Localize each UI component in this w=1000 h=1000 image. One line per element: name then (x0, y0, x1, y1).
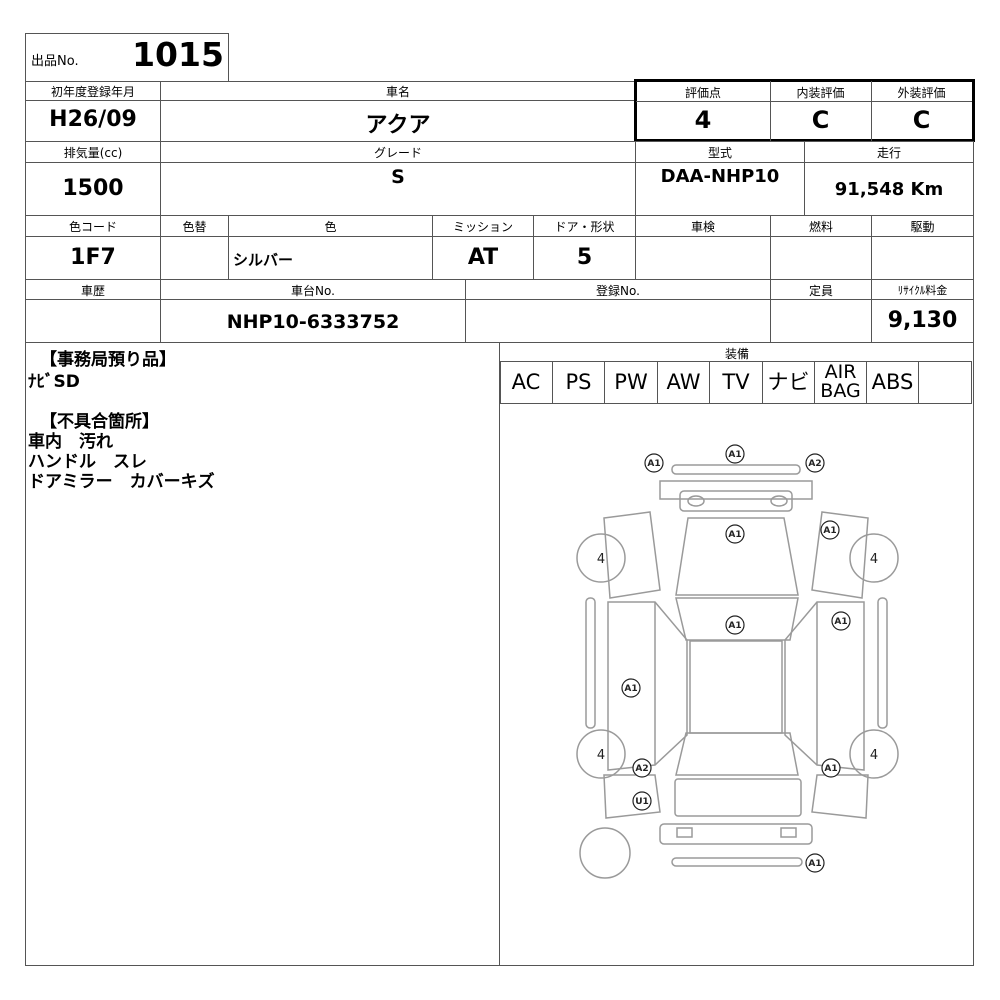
damage-mark: U1 (635, 797, 649, 807)
damage-mark: A1 (834, 617, 847, 627)
exterior-value: C (912, 106, 931, 134)
damage-mark: A2 (635, 764, 648, 774)
lot-label: 出品No. (31, 54, 79, 69)
model-value: DAA-NHP10 (660, 166, 780, 187)
damage-mark: A1 (647, 459, 660, 469)
car-damage-diagram: 4 4 4 4 A1 A1 A2 A1 A1 A1 A1 A1 A2 A1 U1… (576, 444, 899, 879)
color-code-value: 1F7 (70, 245, 116, 270)
color-value: シルバー (233, 251, 294, 269)
equipment-ac: AC (500, 361, 553, 403)
damage-mark: A1 (823, 526, 836, 536)
lot-number: 1015 (132, 35, 224, 74)
reg-label: 登録No. (596, 284, 640, 298)
color-label: 色 (324, 220, 337, 234)
inspection-label: 車検 (690, 220, 715, 234)
name-label: 車名 (385, 85, 410, 99)
drive-label: 駆動 (910, 220, 935, 234)
grade-label: グレード (373, 146, 422, 160)
equipment-airbag: AIR BAG (815, 361, 867, 403)
score-label: 評価点 (684, 86, 721, 100)
cc-value: 1500 (62, 176, 124, 201)
damage-mark: A1 (808, 859, 821, 869)
chassis-value: NHP10-6333752 (226, 311, 400, 333)
damage-mark: A1 (624, 684, 637, 694)
defect-item: ドアミラー カバーキズ (28, 472, 215, 492)
fuel-label: 燃料 (808, 220, 833, 234)
equipment-aw: AW (658, 361, 710, 403)
tire-depth-fr: 4 (870, 552, 878, 567)
capacity-label: 定員 (808, 284, 833, 298)
interior-label: 内装評価 (796, 86, 845, 100)
damage-mark: A1 (728, 621, 741, 631)
mission-label: ミッション (452, 220, 513, 234)
year-label: 初年度登録年月 (50, 85, 135, 99)
score-value: 4 (694, 106, 712, 134)
equipment-tv: TV (710, 361, 763, 403)
score-box (634, 79, 975, 142)
interior-value: C (811, 106, 830, 134)
mileage-label: 走行 (876, 146, 901, 160)
cc-label: 排気量(cc) (63, 146, 123, 160)
history-label: 車歴 (80, 284, 105, 298)
equipment-pw: PW (605, 361, 658, 403)
equipment-label: 装備 (724, 347, 749, 361)
defects-heading: 【不具合箇所】 (40, 412, 159, 432)
office-item: ﾅﾋﾞSD (28, 372, 80, 392)
damage-mark: A2 (808, 459, 821, 469)
mileage-value: 91,548 Km (834, 179, 944, 200)
model-label: 型式 (707, 146, 732, 160)
recycle-value: 9,130 (887, 308, 958, 333)
repaint-label: 色替 (182, 220, 207, 234)
color-code-label: 色コード (68, 220, 117, 234)
defect-item: ハンドル スレ (28, 452, 147, 472)
defect-item: 車内 汚れ (28, 432, 113, 452)
grade-value: S (391, 166, 405, 188)
office-heading: 【事務局預り品】 (40, 350, 176, 370)
tire-depth-fl: 4 (597, 552, 605, 567)
recycle-label: ﾘｻｲｸﾙ料金 (897, 284, 948, 297)
equipment-abs: ABS (867, 361, 919, 403)
chassis-label: 車台No. (291, 284, 335, 298)
tire-depth-rr: 4 (870, 748, 878, 763)
equipment-navi: ナビ (763, 361, 815, 403)
door-label: ドア・形状 (554, 220, 615, 234)
mission-value: AT (467, 245, 499, 270)
damage-mark: A1 (824, 764, 837, 774)
exterior-label: 外装評価 (897, 86, 946, 100)
door-value: 5 (576, 245, 593, 270)
tire-depth-rl: 4 (597, 748, 605, 763)
damage-mark: A1 (728, 530, 741, 540)
equipment-ps: PS (553, 361, 605, 403)
year-value: H26/09 (49, 107, 137, 132)
damage-mark: A1 (728, 450, 741, 460)
name-value: アクア (365, 113, 431, 138)
